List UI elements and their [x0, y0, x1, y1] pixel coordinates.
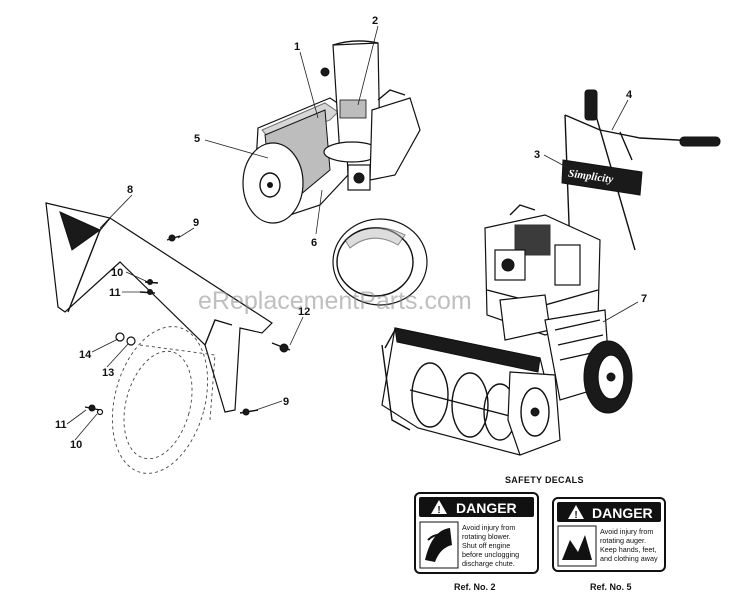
safety-decals-title: SAFETY DECALS [505, 475, 584, 485]
handle-grip-right [679, 136, 721, 147]
decal-line: rotating blower. [462, 532, 511, 541]
decal-ref-5: ! DANGER Avoid injury from rotating auge… [552, 497, 666, 592]
decal-ref-2: ! DANGER Avoid injury from rotating blow… [414, 492, 539, 592]
callout-10a: 10 [111, 267, 123, 279]
callout-7: 7 [641, 293, 647, 305]
decal-line: Keep hands, feet, [600, 545, 656, 554]
hardware-10a [144, 279, 159, 285]
decal-header: DANGER [592, 505, 653, 521]
decal-ref-label: Ref. No. 2 [454, 582, 496, 592]
svg-text:!: ! [574, 510, 577, 521]
decal-line: and clothing away [600, 554, 658, 563]
callout-12: 12 [298, 306, 310, 318]
hardware-9a [166, 234, 181, 242]
decal-line: before unclogging [462, 550, 519, 559]
callout-3: 3 [534, 149, 540, 161]
warning-triangle-icon [431, 500, 447, 514]
hardware-13-14 [115, 332, 136, 346]
decal-header-bar [419, 497, 534, 517]
callout-13: 13 [102, 367, 114, 379]
blower-housing-assembly [242, 40, 428, 306]
watermark: eReplacementParts.com [198, 287, 472, 315]
decal-header-bar [557, 502, 661, 522]
callout-11a: 11 [109, 287, 121, 299]
brand-panel [561, 159, 643, 196]
decal-header: DANGER [456, 500, 517, 516]
decal-line: Avoid injury from [600, 527, 653, 536]
snow-thrower-complete: Simplicity [381, 89, 721, 456]
svg-text:!: ! [437, 505, 440, 516]
callout-9a: 9 [193, 217, 199, 229]
leader-lines [66, 25, 639, 441]
callout-2: 2 [372, 15, 378, 27]
callout-9b: 9 [283, 396, 289, 408]
decal-line: Shut off engine [462, 541, 510, 550]
callout-14: 14 [79, 349, 92, 361]
decal-line: discharge chute. [462, 559, 515, 568]
callout-8: 8 [127, 184, 133, 196]
warning-triangle-icon [568, 505, 584, 519]
handle-grip-left [584, 89, 598, 121]
hardware-9b [239, 408, 259, 416]
bolt-icon [320, 67, 330, 77]
callout-6: 6 [311, 237, 317, 249]
decal-ref-label: Ref. No. 5 [590, 582, 632, 592]
decal-line: rotating auger. [600, 536, 646, 545]
callout-1: 1 [294, 41, 300, 53]
hardware-10b-11b [84, 404, 104, 416]
decal-line: Avoid injury from [462, 523, 515, 532]
callout-11b: 11 [55, 419, 67, 431]
hardware-11a [139, 289, 156, 295]
hardware-12 [271, 342, 291, 353]
callout-10b: 10 [70, 439, 82, 451]
callout-5: 5 [194, 133, 200, 145]
callout-4: 4 [626, 89, 633, 101]
callouts: 1 2 3 4 5 6 7 8 9 10 11 12 14 13 9 11 10 [55, 15, 647, 451]
chute-decal [339, 99, 367, 119]
safety-decals: SAFETY DECALS ! DANGER Avoid injury from… [414, 475, 666, 592]
shield-frame-assembly [45, 202, 291, 474]
